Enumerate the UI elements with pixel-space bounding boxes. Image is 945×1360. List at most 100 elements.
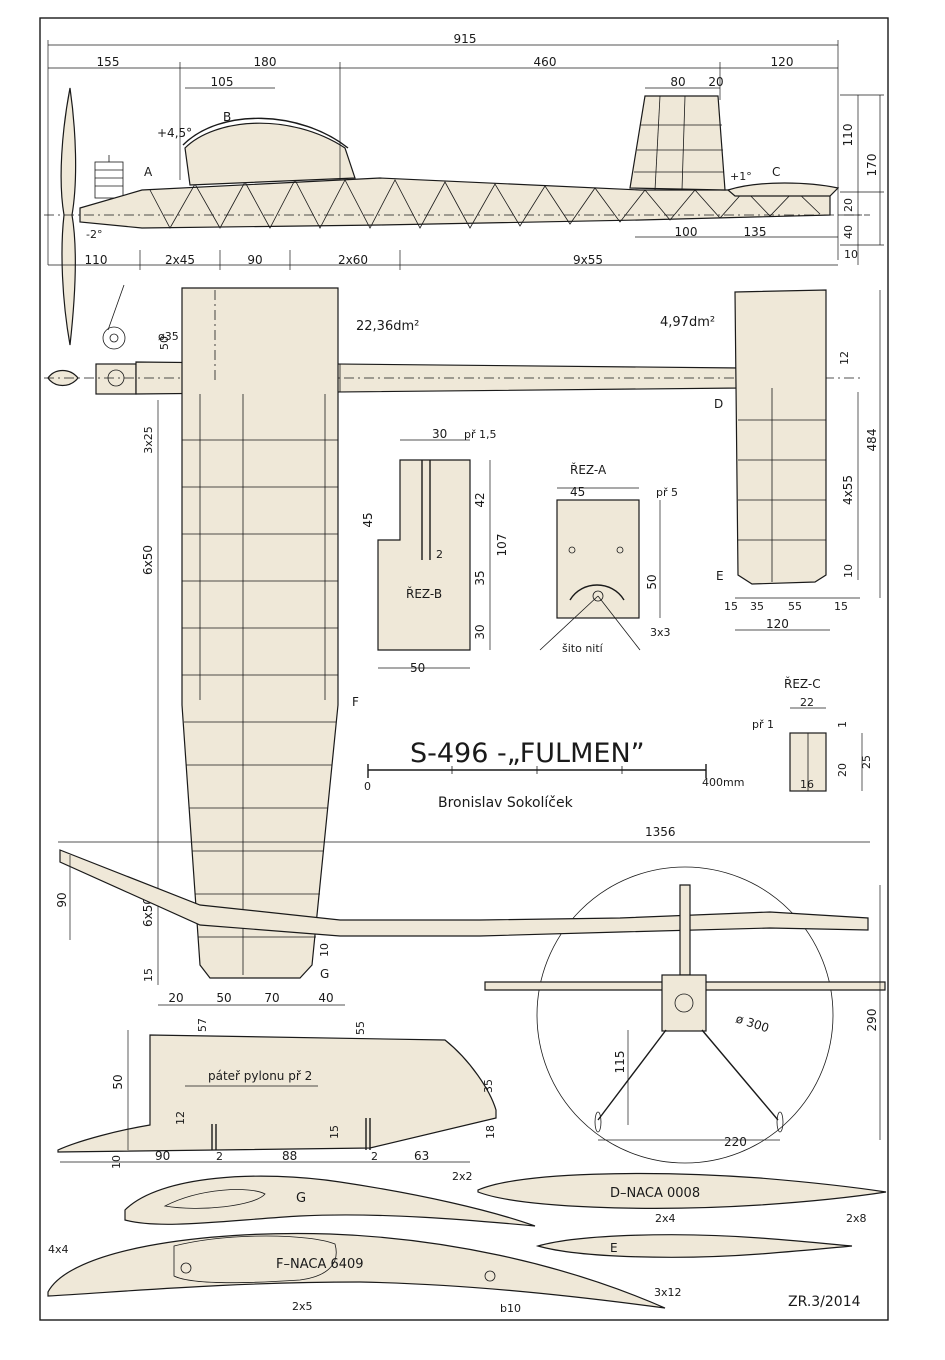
dim-6x50-b: 6x50 — [141, 897, 155, 927]
fin-front — [679, 884, 691, 976]
dim-20-rezc: 20 — [836, 763, 849, 777]
pr1-label: př 1 — [752, 718, 774, 731]
magazine-issue: ZR.3/2014 — [788, 1294, 861, 1310]
dim-10-stab: 10 — [842, 564, 855, 578]
dim-16-rezc: 16 — [800, 778, 814, 791]
scale-bar — [367, 764, 707, 778]
front-view — [58, 841, 886, 1164]
dim-2x8: 2x8 — [846, 1212, 867, 1225]
prop-disc — [536, 866, 834, 1164]
airfoil-g — [124, 1175, 536, 1227]
section-b-marker: B — [223, 110, 231, 124]
dim-460: 460 — [534, 55, 557, 69]
fuselage-truss — [149, 179, 821, 229]
dim-10-bottom: 10 — [844, 248, 858, 261]
dim-b10: b10 — [500, 1302, 521, 1315]
angle-thrust: -2° — [86, 228, 102, 241]
rez-a-title: ŘEZ-A — [570, 462, 607, 477]
dim-2x60: 2x60 — [338, 253, 368, 267]
prop-dia-label: ø35 — [158, 330, 179, 343]
dim-2x5: 2x5 — [292, 1300, 313, 1313]
dim-120: 120 — [771, 55, 794, 69]
section-f-marker: F — [352, 695, 359, 709]
airfoil-f-label: F–NACA 6409 — [276, 1257, 364, 1272]
dim-70-wing: 70 — [264, 991, 279, 1005]
airfoil-d — [477, 1172, 887, 1209]
dim-90-front: 90 — [55, 892, 69, 907]
dim-30-rezb: 30 — [432, 427, 447, 441]
dim-45-reza: 45 — [570, 485, 585, 499]
scale-start: 0 — [364, 780, 371, 793]
stab-area: 4,97dm² — [660, 315, 715, 330]
dim-3x3: 3x3 — [650, 626, 671, 639]
wing-plan: 22,36dm² F G 3x25 6x50 6x50 15 20 50 70 … — [141, 287, 419, 1006]
wheel-side — [102, 326, 126, 350]
dim-35-pylon: 35 — [482, 1079, 495, 1093]
dim-135: 135 — [744, 225, 767, 239]
plan-title: S-496 -„FULMEN” — [410, 738, 645, 769]
dim-4x4: 4x4 — [48, 1243, 69, 1256]
dim-88-pylon: 88 — [282, 1149, 297, 1163]
section-b: 30 př 1,5 45 42 107 35 30 50 2 ŘEZ-B — [361, 427, 509, 675]
section-a-outline — [556, 499, 640, 619]
dim-50-wing: 50 — [216, 991, 231, 1005]
dim-2a-pylon: 2 — [216, 1150, 223, 1163]
angle-wing: +4,5° — [157, 126, 192, 140]
section-a: ŘEZ-A 45 př 5 50 3x3 šito nití — [539, 462, 678, 655]
dim-90-pylon: 90 — [155, 1149, 170, 1163]
sheet-border — [39, 17, 889, 1321]
dim-90: 90 — [247, 253, 262, 267]
section-c-marker: C — [772, 165, 780, 179]
dim-170: 170 — [865, 154, 879, 177]
dim-stab-15b: 15 — [834, 600, 848, 613]
dim-9x55: 9x55 — [573, 253, 603, 267]
dim-4x55: 4x55 — [841, 475, 855, 505]
dim-115: 115 — [613, 1051, 627, 1074]
section-a-marker: A — [144, 165, 153, 179]
dim-220: 220 — [724, 1135, 747, 1149]
dim-3x25: 3x25 — [142, 426, 155, 454]
airfoil-e-label: E — [610, 1241, 618, 1255]
dim-63-pylon: 63 — [414, 1149, 429, 1163]
section-g-marker: G — [320, 967, 329, 981]
side-view — [44, 40, 884, 346]
engine-top — [95, 363, 137, 395]
propeller-side — [60, 87, 77, 346]
dim-50-reza: 50 — [645, 574, 659, 589]
dim-80: 80 — [670, 75, 685, 89]
airfoil-f — [47, 1232, 666, 1309]
pylon-spine-label: páteř pylonu př 2 — [208, 1069, 312, 1083]
pylon-side — [184, 122, 356, 186]
dim-35-rezb: 35 — [473, 570, 487, 585]
dim-484: 484 — [865, 429, 879, 452]
dim-55-pylon: 55 — [354, 1021, 367, 1035]
dim-stab-120: 120 — [766, 617, 789, 631]
dim-stab-55: 55 — [788, 600, 802, 613]
airfoil-e-shape — [535, 1234, 853, 1258]
pylon-detail — [57, 1030, 497, 1163]
dim-1356: 1356 — [645, 825, 676, 839]
dim-2x2: 2x2 — [452, 1170, 473, 1183]
dim-180: 180 — [254, 55, 277, 69]
dim-6x50-a: 6x50 — [141, 545, 155, 575]
dim-15-pylon: 15 — [328, 1125, 341, 1139]
section-d-marker: D — [714, 397, 723, 411]
scale-end: 400mm — [702, 776, 744, 789]
airfoil-d-shape — [477, 1172, 887, 1209]
section-e-marker: E — [716, 569, 724, 583]
airfoil-g-shape — [124, 1175, 536, 1227]
wing-root-side — [182, 117, 349, 149]
stab-side — [726, 182, 840, 197]
pr15-label: př 1,5 — [464, 428, 497, 441]
stab-plan — [734, 289, 827, 585]
dim-stab-15a: 15 — [724, 600, 738, 613]
wing-panel — [181, 287, 339, 979]
dim-40-right: 40 — [842, 225, 855, 239]
dim-100: 100 — [675, 225, 698, 239]
dim-10-wing: 10 — [318, 943, 331, 957]
dim-50-rezb: 50 — [410, 661, 425, 675]
dim-40-wing: 40 — [318, 991, 333, 1005]
dim-stab-35: 35 — [750, 600, 764, 613]
